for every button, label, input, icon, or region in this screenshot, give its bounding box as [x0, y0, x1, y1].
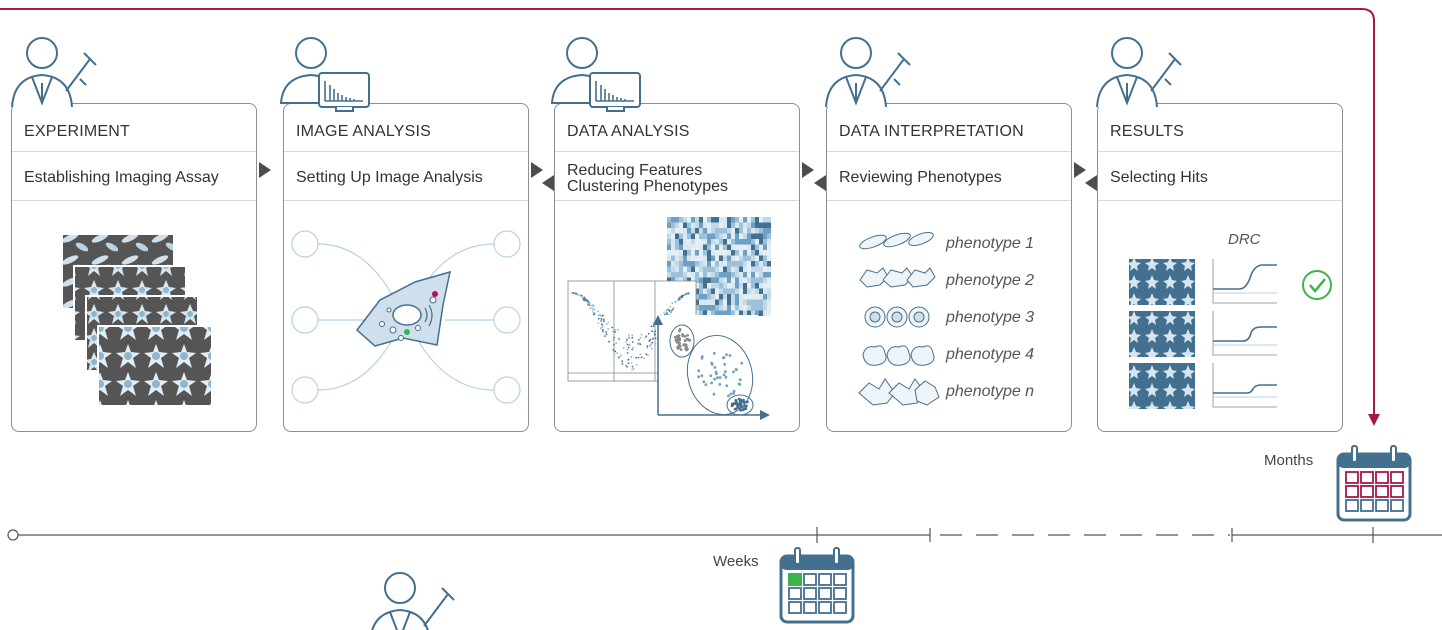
stage-subtitle: Setting Up Image Analysis — [296, 169, 483, 186]
calendar-weeks-icon — [779, 547, 855, 624]
stage-title: RESULTS — [1110, 123, 1185, 140]
phenotype-label-3: phenotype 3 — [946, 309, 1035, 326]
divider — [1098, 151, 1342, 152]
phenotype-label-1: phenotype 1 — [946, 235, 1035, 252]
divider — [284, 200, 528, 201]
months-label: Months — [1264, 452, 1314, 469]
back-arrow-icon — [814, 175, 826, 191]
divider — [827, 200, 1071, 201]
phenotype-label-4: phenotype 4 — [946, 346, 1035, 363]
stage-subtitle-line-2: Clustering Phenotypes — [567, 178, 728, 195]
feedback-arrow — [0, 8, 1380, 426]
divider — [555, 151, 799, 152]
back-arrow-icon — [542, 175, 554, 191]
phenotype-label-n: phenotype n — [946, 383, 1035, 400]
scientist-pipette-icon — [1096, 37, 1182, 108]
analyst-monitor-icon — [279, 37, 370, 112]
phenotype-label-2: phenotype 2 — [946, 272, 1035, 289]
dose-response-panels — [1129, 259, 1332, 409]
scientist-pipette-icon — [11, 37, 97, 108]
analyst-monitor-icon — [550, 37, 641, 112]
stage-title: IMAGE ANALYSIS — [296, 123, 431, 140]
stage-title: DATA INTERPRETATION — [839, 123, 1024, 140]
stage-subtitle: Establishing Imaging Assay — [24, 169, 219, 186]
cell-feature-diagram — [291, 230, 521, 404]
stage-subtitle-line-1: Reducing Features — [567, 162, 703, 179]
forward-arrow-icon — [802, 162, 814, 178]
forward-arrow-icon — [1074, 162, 1086, 178]
divider — [12, 200, 256, 201]
cluster-plot — [653, 315, 770, 420]
divider — [1098, 200, 1342, 201]
stage-title: EXPERIMENT — [24, 123, 131, 140]
divider — [827, 151, 1071, 152]
back-arrow-icon — [1085, 175, 1097, 191]
scientist-pipette-icon — [371, 572, 455, 630]
divider — [555, 200, 799, 201]
phenotype-icons — [858, 232, 940, 406]
forward-arrow-icon — [259, 162, 271, 178]
cell-image-stack — [61, 233, 213, 407]
forward-arrow-icon — [531, 162, 543, 178]
weeks-label: Weeks — [713, 553, 759, 570]
stage-card-image-analysis: IMAGE ANALYSIS Setting Up Image Analysis — [283, 103, 529, 432]
data-analysis-plots — [567, 217, 771, 420]
scientist-pipette-icon — [825, 37, 911, 108]
divider — [284, 151, 528, 152]
divider — [12, 151, 256, 152]
stage-card-data-interpretation: DATA INTERPRETATION Reviewing Phenotypes — [826, 103, 1072, 432]
drc-label: DRC — [1228, 231, 1261, 248]
stage-subtitle: Selecting Hits — [1110, 169, 1208, 186]
timeline — [7, 527, 1442, 543]
heatmap — [667, 217, 771, 316]
stage-subtitle: Reviewing Phenotypes — [839, 169, 1002, 186]
stage-title: DATA ANALYSIS — [567, 123, 690, 140]
calendar-months-icon — [1336, 445, 1412, 522]
